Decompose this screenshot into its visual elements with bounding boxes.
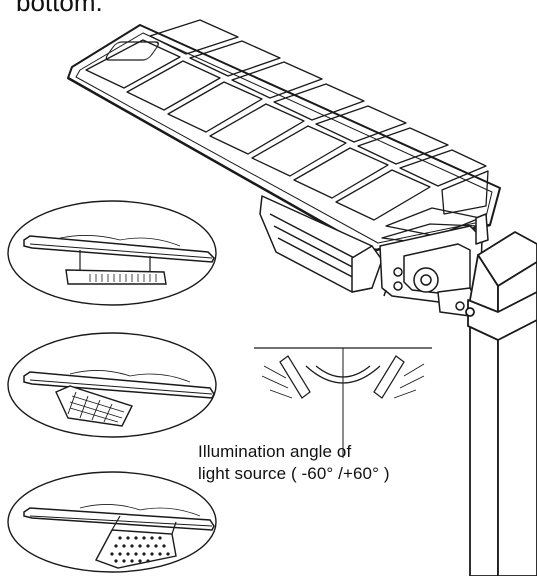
lamp-housing <box>259 195 383 293</box>
detail-1-panel <box>23 235 215 263</box>
detail-3-lamp <box>95 529 177 569</box>
detail-3-panel <box>23 507 215 531</box>
caption-line-1: Illumination angle of <box>198 442 352 461</box>
illumination-angle-diagram <box>254 347 432 458</box>
angle-arc <box>305 365 381 384</box>
cropped-heading-fragment: bottom. <box>16 0 103 17</box>
solar-cell-grid <box>85 19 489 245</box>
pole-clamp <box>467 291 537 341</box>
right-tilt-lamp <box>373 355 405 399</box>
caption-line-2: light source ( -60° /+60° ) <box>198 464 390 483</box>
illumination-angle-caption: Illumination angle of light source ( -60… <box>198 441 498 485</box>
detail-3-led-dots <box>110 536 170 563</box>
detail-view-2 <box>7 332 217 438</box>
pole <box>465 231 537 576</box>
detail-view-1 <box>7 200 217 306</box>
detail-1-lamp <box>65 269 167 285</box>
left-tilt-lamp <box>279 355 311 399</box>
pole-side <box>497 261 537 576</box>
detail-view-3 <box>7 471 217 573</box>
detail-2-panel <box>23 371 215 399</box>
